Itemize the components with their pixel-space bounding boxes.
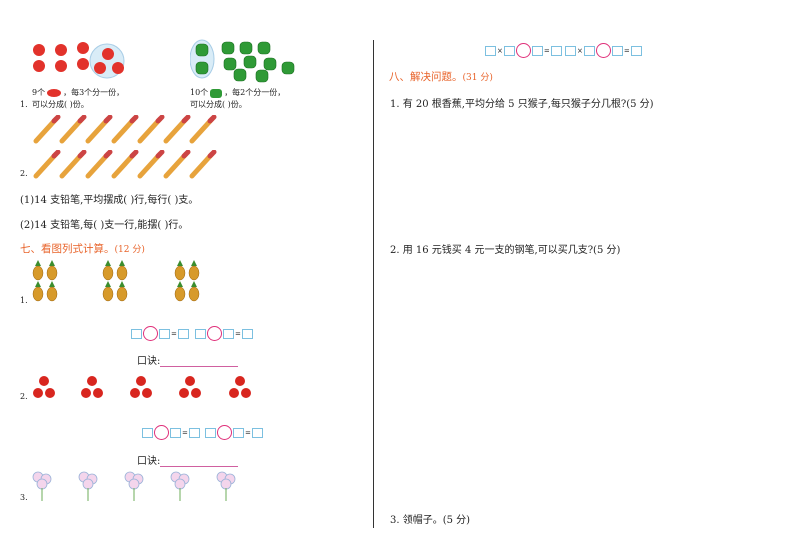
kou-jue-1[interactable]: 口诀: [137,352,239,367]
equation-blank-5[interactable]: ×= [485,43,562,58]
section-8-title: 八、解决问题。(31 分) [389,71,493,83]
equation-blank-3[interactable]: = [142,425,200,440]
pepper-text-line1: 10个，每2个分一份， [190,88,286,98]
pepper-answer-line: 可以分成( )份。 [190,100,247,109]
s7-item2-number: 2. [20,392,28,401]
s7-item3-number: 3. [20,493,28,502]
s8-question-3: 3. 领帽子。(5 分) [390,515,471,526]
equation-blank-4[interactable]: = [205,425,263,440]
equation-blank-1[interactable]: = [131,326,189,341]
tomato-answer-line: 可以分成( )份。 [32,100,89,109]
flower-groups [30,469,250,503]
pencil-row-2 [30,150,230,180]
pencil-row-1 [30,115,230,145]
column-divider [373,40,374,528]
apple-groups [30,374,260,404]
pineapple-groups [30,258,210,306]
tomato-group [28,40,128,80]
q2-sub2: (2)14 支铅笔,每( )支一行,能摆( )行。 [20,220,189,231]
pepper-icon [210,88,223,98]
tomato-icon [47,89,62,97]
s8-question-2: 2. 用 16 元钱买 4 元一支的钢笔,可以买几支?(5 分) [390,245,621,256]
q2-number: 2. [20,169,28,178]
pepper-group [190,38,300,84]
section-7-title: 七、看图列式计算。(12 分) [20,243,145,255]
equation-blank-2[interactable]: = [195,326,253,341]
q2-sub1: (1)14 支铅笔,平均摆成( )行,每行( )支。 [20,195,199,206]
equation-blank-6[interactable]: ×= [565,43,642,58]
s7-item1-number: 1. [20,296,28,305]
q1-number: 1. [20,100,28,109]
s8-question-1: 1. 有 20 根香蕉,平均分给 5 只猴子,每只猴子分几根?(5 分) [390,99,654,110]
kou-jue-2[interactable]: 口诀: [137,452,239,467]
tomato-text-line1: 9个，每3个分一份， [32,88,125,97]
